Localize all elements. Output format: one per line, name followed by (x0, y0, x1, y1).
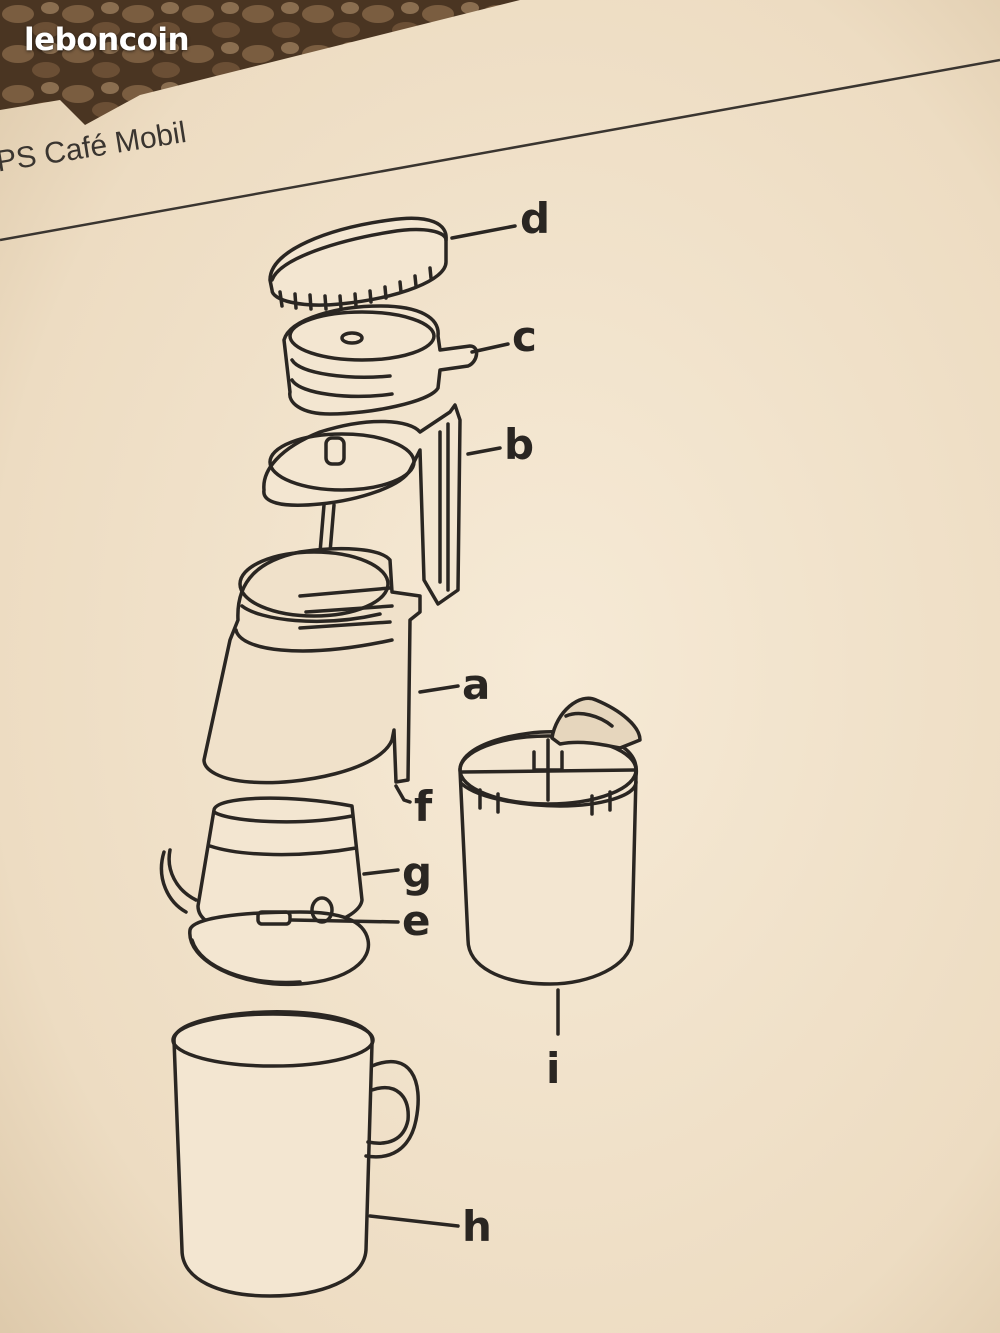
label-d: d (520, 194, 551, 243)
watermark-logo: leboncoin (24, 22, 190, 58)
part-d-lid (268, 216, 517, 311)
label-b: b (504, 420, 535, 469)
header-rule (0, 58, 1000, 242)
label-h: h (462, 1202, 492, 1251)
part-c-filter (282, 304, 510, 416)
part-h-mug (171, 1009, 460, 1298)
part-a-body (202, 547, 460, 804)
part-g-base (159, 796, 400, 987)
label-c: c (512, 312, 537, 361)
label-g: g (402, 848, 433, 897)
label-e: e (402, 896, 431, 945)
label-i: i (546, 1044, 561, 1093)
part-i-canister (458, 696, 642, 1036)
label-a: a (462, 660, 491, 709)
label-f: f (414, 782, 433, 831)
